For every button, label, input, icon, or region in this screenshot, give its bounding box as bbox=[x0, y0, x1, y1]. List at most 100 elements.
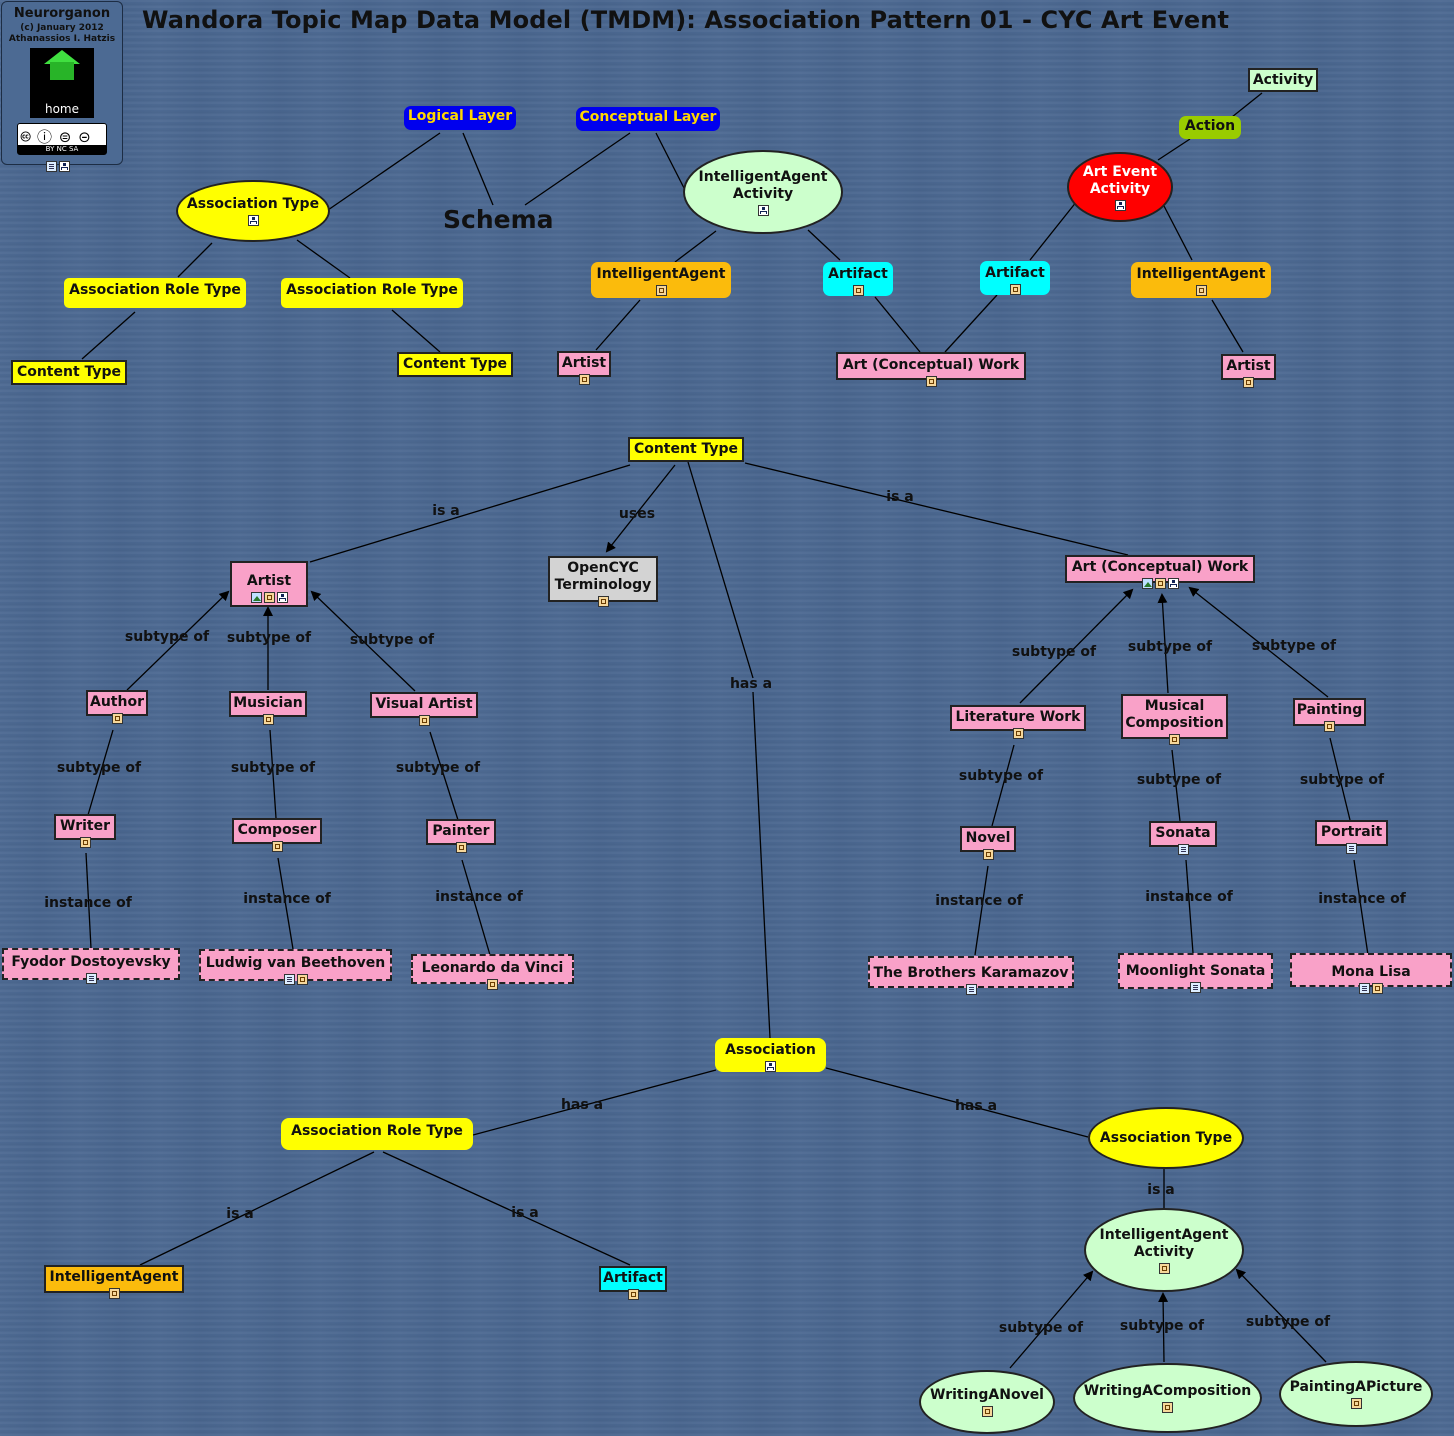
hierarchy-icon[interactable] bbox=[1114, 199, 1126, 211]
document-icon[interactable] bbox=[852, 285, 864, 296]
note-icon[interactable] bbox=[1359, 983, 1370, 994]
document-icon[interactable] bbox=[296, 974, 308, 985]
document-icon[interactable] bbox=[982, 849, 994, 860]
document-icon[interactable] bbox=[578, 374, 590, 385]
node-content-type-main[interactable]: Content Type bbox=[628, 437, 744, 462]
node-association-type-top[interactable]: Association Type bbox=[176, 180, 330, 242]
note-icon[interactable] bbox=[283, 974, 295, 985]
node-artifact-bottom[interactable]: Artifact bbox=[599, 1266, 667, 1300]
node-intelligentagent-activity-bottom[interactable]: IntelligentAgent Activity bbox=[1084, 1208, 1244, 1292]
node-association-role-type-1[interactable]: Association Role Type bbox=[64, 278, 246, 308]
node-opencyc-terminology[interactable]: OpenCYC Terminology bbox=[548, 556, 658, 607]
node-activity[interactable]: Activity bbox=[1248, 68, 1318, 92]
document-icon[interactable] bbox=[487, 979, 498, 990]
node-composer[interactable]: Composer bbox=[232, 818, 322, 852]
node-moonlight-sonata[interactable]: Moonlight Sonata bbox=[1118, 953, 1273, 993]
node-intelligentagent-1[interactable]: IntelligentAgent bbox=[591, 262, 731, 298]
document-icon[interactable] bbox=[1243, 377, 1254, 388]
node-fyodor-dostoyevsky[interactable]: Fyodor Dostoyevsky bbox=[2, 948, 180, 984]
document-icon[interactable] bbox=[1009, 284, 1021, 295]
node-conceptual-layer[interactable]: Conceptual Layer bbox=[576, 107, 720, 131]
node-writer[interactable]: Writer bbox=[54, 814, 116, 848]
document-icon[interactable] bbox=[1012, 728, 1024, 739]
node-artifact-1[interactable]: Artifact bbox=[823, 262, 893, 296]
node-content-type-1[interactable]: Content Type bbox=[11, 360, 127, 385]
document-icon[interactable] bbox=[79, 837, 91, 848]
node-content-type-2[interactable]: Content Type bbox=[397, 352, 513, 377]
node-artist-top-1[interactable]: Artist bbox=[557, 351, 611, 385]
document-icon[interactable] bbox=[1195, 285, 1207, 296]
node-label: Association Type bbox=[1099, 1129, 1233, 1146]
document-icon[interactable] bbox=[1162, 1402, 1173, 1413]
hierarchy-icon[interactable] bbox=[247, 215, 259, 226]
hierarchy-icon[interactable] bbox=[276, 592, 288, 603]
note-icon[interactable] bbox=[46, 161, 57, 172]
document-icon[interactable] bbox=[418, 715, 430, 726]
node-author[interactable]: Author bbox=[86, 690, 148, 724]
node-writingacomposition[interactable]: WritingAComposition bbox=[1073, 1363, 1262, 1433]
node-the-brothers-karamazov[interactable]: The Brothers Karamazov bbox=[868, 956, 1074, 995]
node-leonardo-da-vinci[interactable]: Leonardo da Vinci bbox=[411, 954, 574, 990]
node-action[interactable]: Action bbox=[1179, 116, 1241, 139]
node-musician[interactable]: Musician bbox=[229, 691, 307, 725]
document-icon[interactable] bbox=[655, 285, 667, 296]
node-literature-work[interactable]: Literature Work bbox=[950, 705, 1086, 739]
node-sonata[interactable]: Sonata bbox=[1149, 821, 1217, 855]
node-association-type-bottom[interactable]: Association Type bbox=[1088, 1107, 1244, 1169]
node-artist-main[interactable]: Artist bbox=[230, 561, 308, 607]
edge-label-subtype-of: subtype of bbox=[1245, 1314, 1331, 1330]
node-artist-top-2[interactable]: Artist bbox=[1221, 354, 1276, 388]
node-logical-layer[interactable]: Logical Layer bbox=[404, 106, 516, 130]
document-icon[interactable] bbox=[262, 714, 274, 725]
document-icon[interactable] bbox=[455, 842, 467, 853]
node-musical-composition[interactable]: Musical Composition bbox=[1121, 694, 1228, 745]
hierarchy-icon[interactable] bbox=[757, 204, 769, 216]
note-icon[interactable] bbox=[85, 973, 97, 984]
image-icon[interactable] bbox=[1141, 578, 1153, 589]
document-icon[interactable] bbox=[1158, 1262, 1170, 1274]
document-icon[interactable] bbox=[1372, 983, 1383, 994]
document-icon[interactable] bbox=[111, 713, 123, 724]
document-icon[interactable] bbox=[1324, 721, 1335, 732]
node-visual-artist[interactable]: Visual Artist bbox=[370, 692, 478, 726]
hierarchy-icon[interactable] bbox=[1167, 578, 1179, 589]
document-icon[interactable] bbox=[981, 1406, 993, 1417]
node-association[interactable]: Association bbox=[715, 1038, 826, 1072]
node-art-work-top[interactable]: Art (Conceptual) Work bbox=[836, 352, 1026, 387]
document-icon[interactable] bbox=[1169, 734, 1180, 745]
node-mona-lisa[interactable]: Mona Lisa bbox=[1290, 953, 1452, 994]
node-association-role-type-2[interactable]: Association Role Type bbox=[281, 278, 463, 308]
document-icon[interactable] bbox=[108, 1288, 120, 1299]
note-icon[interactable] bbox=[965, 984, 977, 995]
note-icon[interactable] bbox=[1190, 982, 1201, 993]
hierarchy-icon[interactable] bbox=[59, 161, 70, 172]
node-art-work-main[interactable]: Art (Conceptual) Work bbox=[1065, 555, 1255, 589]
document-icon[interactable] bbox=[1154, 578, 1166, 589]
hierarchy-icon[interactable] bbox=[765, 1061, 776, 1072]
node-label: Artist bbox=[246, 573, 292, 589]
node-association-role-type-bottom[interactable]: Association Role Type bbox=[281, 1118, 473, 1150]
note-icon[interactable] bbox=[1177, 844, 1189, 855]
node-artifact-2[interactable]: Artifact bbox=[980, 261, 1050, 295]
node-paintingapicture[interactable]: PaintingAPicture bbox=[1279, 1361, 1433, 1427]
image-icon[interactable] bbox=[250, 592, 262, 603]
node-intelligentagent-bottom[interactable]: IntelligentAgent bbox=[44, 1265, 184, 1299]
document-icon[interactable] bbox=[1350, 1398, 1362, 1409]
node-art-event-activity[interactable]: Art Event Activity bbox=[1067, 152, 1173, 222]
node-painting[interactable]: Painting bbox=[1293, 698, 1366, 732]
node-writinganovel[interactable]: WritingANovel bbox=[919, 1370, 1055, 1434]
node-portrait[interactable]: Portrait bbox=[1315, 820, 1388, 854]
document-icon[interactable] bbox=[925, 376, 937, 387]
creative-commons-icon[interactable]: 🅭 ⓘ ⊜ ⊝ BY NC SA bbox=[17, 123, 107, 155]
home-button[interactable]: home bbox=[30, 48, 94, 118]
document-icon[interactable] bbox=[627, 1289, 639, 1300]
node-intelligentagent-activity-top[interactable]: IntelligentAgent Activity bbox=[683, 150, 843, 234]
node-intelligentagent-2[interactable]: IntelligentAgent bbox=[1131, 262, 1271, 298]
document-icon[interactable] bbox=[597, 596, 609, 607]
node-novel[interactable]: Novel bbox=[960, 826, 1016, 860]
node-painter[interactable]: Painter bbox=[426, 819, 496, 853]
node-ludwig-van-beethoven[interactable]: Ludwig van Beethoven bbox=[199, 949, 392, 985]
document-icon[interactable] bbox=[263, 592, 275, 603]
document-icon[interactable] bbox=[271, 841, 283, 852]
note-icon[interactable] bbox=[1346, 843, 1357, 854]
